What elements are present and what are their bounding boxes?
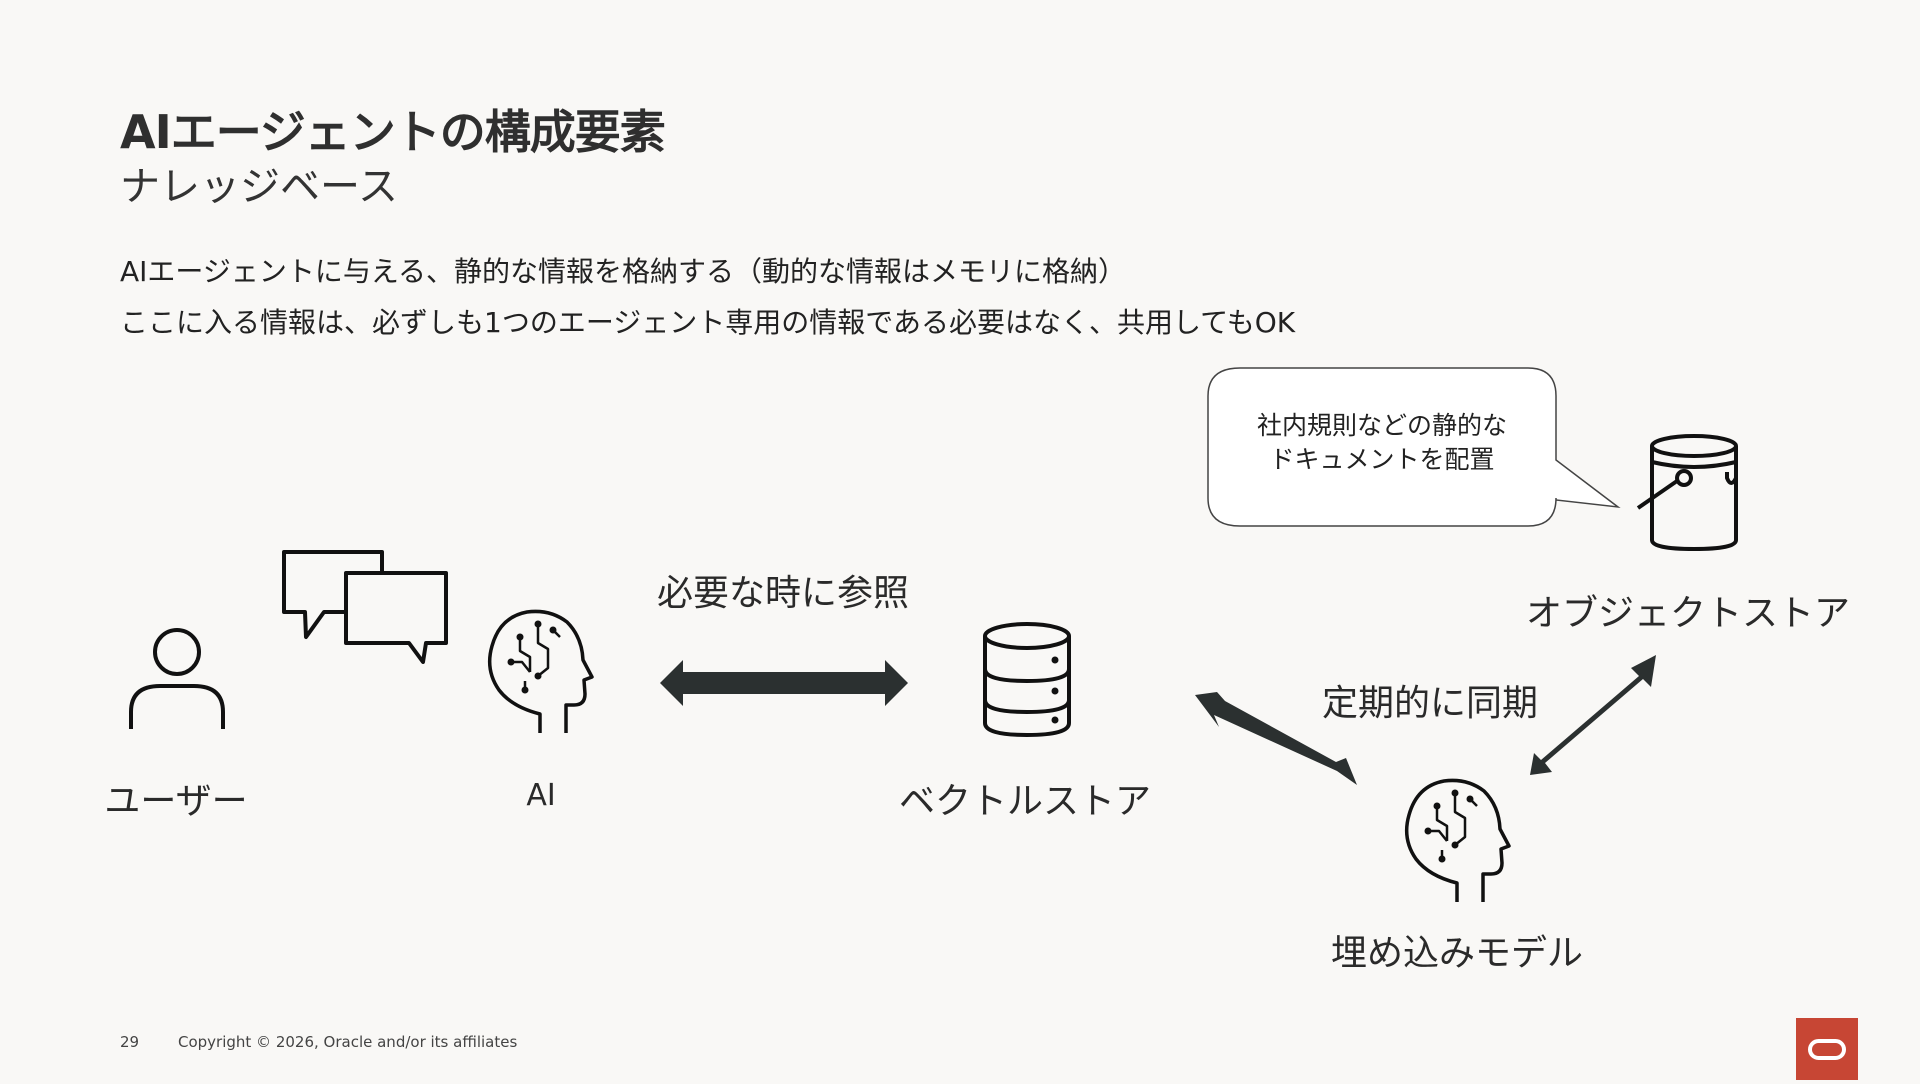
user-icon: [129, 628, 225, 729]
vector-store-label: ベクトルストア: [898, 781, 1152, 822]
callout-line-1: 社内規則などの静的な: [1256, 411, 1507, 440]
object-store-label: オブジェクトストア: [1525, 593, 1851, 634]
ai-head-icon: [487, 609, 594, 733]
embedding-model-icon: [1404, 778, 1511, 902]
sync-arrow-left: [1195, 692, 1357, 785]
chat-bubbles-icon: [282, 550, 448, 664]
object-store-arrow: [1530, 655, 1656, 775]
copyright-text: Copyright © 2026, Oracle and/or its affi…: [178, 1033, 518, 1051]
sync-label: 定期的に同期: [1321, 683, 1539, 724]
bucket-icon: [1636, 434, 1738, 551]
callout-text: 社内規則などの静的な ドキュメントを配置: [1208, 409, 1556, 477]
body-text-line-2: ここに入る情報は、必ずしも1つのエージェント専用の情報である必要はなく、共用して…: [120, 306, 1296, 339]
database-icon: [983, 622, 1071, 738]
reference-label: 必要な時に参照: [656, 573, 910, 614]
reference-arrow: [660, 660, 908, 706]
page-number: 29: [120, 1033, 140, 1051]
slide-title: AIエージェントの構成要素: [120, 105, 666, 159]
ai-label: AI: [526, 778, 556, 813]
oracle-logo: [1796, 1018, 1858, 1080]
database-indicator-dots: [1051, 656, 1059, 724]
slide-subtitle: ナレッジベース: [120, 164, 398, 210]
user-label: ユーザー: [104, 781, 248, 822]
embedding-model-label: 埋め込みモデル: [1330, 933, 1584, 974]
oracle-logo-icon: [1808, 1039, 1846, 1060]
callout-bubble: [1207, 367, 1621, 527]
body-text-line-1: AIエージェントに与える、静的な情報を格納する（動的な情報はメモリに格納）: [120, 255, 1127, 288]
callout-line-2: ドキュメントを配置: [1269, 445, 1495, 474]
